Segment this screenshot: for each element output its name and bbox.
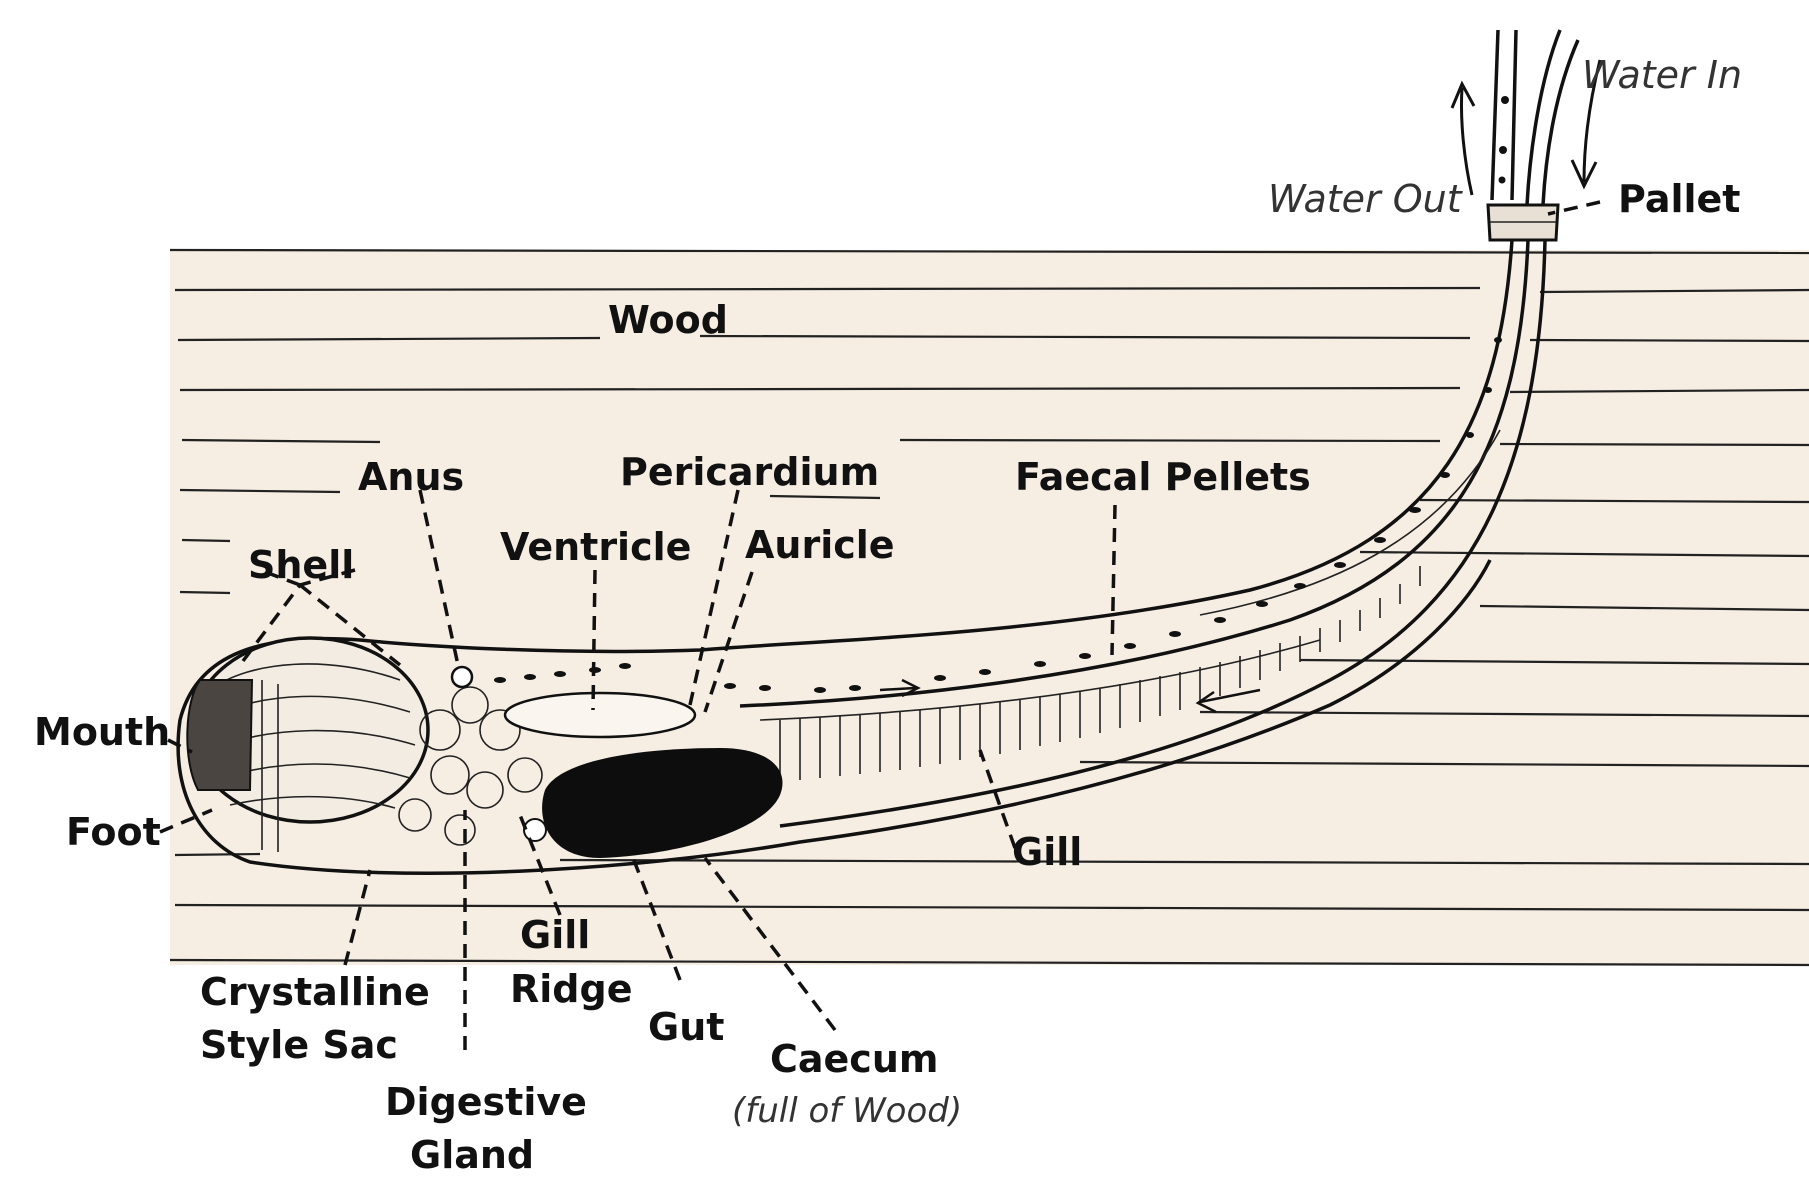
label-water-in: Water In	[1582, 53, 1742, 97]
label-ventricle: Ventricle	[500, 525, 691, 569]
label-anus: Anus	[358, 455, 464, 499]
pericardium-region	[505, 693, 695, 737]
water-out-arrow	[1461, 88, 1472, 195]
label-crystalline-1: Crystalline	[200, 970, 430, 1014]
label-caecum-note: (full of Wood)	[732, 1091, 962, 1131]
label-wood: Wood	[608, 298, 728, 342]
label-water-out: Water Out	[1268, 177, 1464, 221]
label-gill-ridge-2: Ridge	[510, 967, 632, 1011]
label-shell: Shell	[248, 543, 354, 587]
label-faecal-pellets: Faecal Pellets	[1015, 455, 1311, 499]
label-mouth: Mouth	[34, 710, 170, 754]
label-gut: Gut	[648, 1005, 724, 1049]
label-digestive-2: Gland	[410, 1133, 534, 1177]
label-gill-ridge-1: Gill	[520, 913, 590, 957]
label-foot: Foot	[66, 810, 161, 854]
label-auricle: Auricle	[745, 523, 895, 567]
label-pallet: Pallet	[1618, 177, 1740, 221]
label-digestive-1: Digestive	[385, 1080, 587, 1124]
label-crystalline-2: Style Sac	[200, 1023, 398, 1067]
label-pericardium: Pericardium	[620, 450, 879, 494]
label-caecum: Caecum	[770, 1037, 938, 1081]
label-gill: Gill	[1012, 830, 1082, 874]
